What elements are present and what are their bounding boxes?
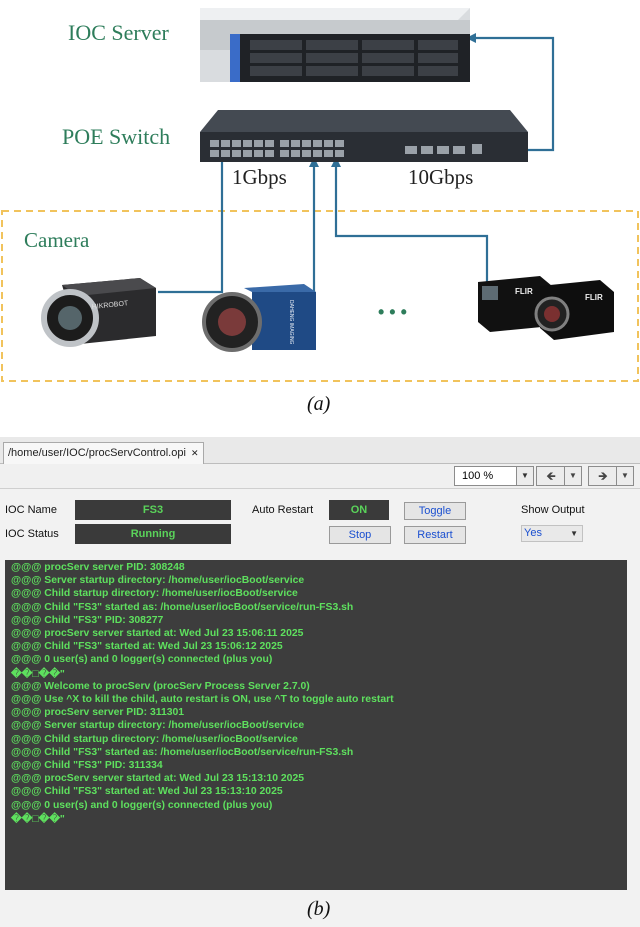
camera-1-image bbox=[41, 278, 156, 347]
camera-group-box bbox=[1, 210, 639, 382]
network-diagram: • • • HIKROBOT DAHENG IMAGING FLIR FLIR … bbox=[1, 8, 639, 382]
ioc-server-label: IOC Server bbox=[68, 20, 169, 45]
console-line: ��□��" bbox=[11, 668, 65, 680]
auto-restart-value: ON bbox=[329, 500, 389, 520]
show-output-label: Show Output bbox=[521, 504, 585, 516]
close-icon[interactable]: ✕ bbox=[190, 448, 199, 458]
console-line: @@@ procServ server PID: 308248 bbox=[11, 562, 185, 573]
camera-4-brand: FLIR bbox=[585, 293, 603, 302]
ioc-status-label: IOC Status bbox=[5, 528, 59, 540]
console-output[interactable]: @@@ procServ server PID: 308248 @@@ Serve… bbox=[5, 560, 627, 890]
link-camera3 bbox=[334, 162, 489, 282]
console-line: @@@ Server startup directory: /home/user… bbox=[11, 720, 305, 732]
poe-switch-image bbox=[200, 110, 528, 162]
console-line: @@@ Child "FS3" started as: /home/user/i… bbox=[11, 601, 354, 613]
console-line: @@@ Child "FS3" started at: Wed Jul 23 1… bbox=[11, 786, 283, 798]
camera-ellipsis: • • • bbox=[378, 302, 407, 322]
chevron-down-icon[interactable]: ▼ bbox=[516, 467, 533, 485]
console-line: @@@ procServ server started at: Wed Jul … bbox=[11, 773, 304, 785]
ioc-server-image bbox=[200, 8, 470, 82]
back-button[interactable]: 🡸 ▼ bbox=[536, 466, 582, 486]
tab-procservcontrol[interactable]: /home/user/IOC/procServControl.opi ✕ bbox=[3, 442, 204, 464]
caption-a: (a) bbox=[307, 393, 331, 415]
restart-button[interactable]: Restart bbox=[404, 526, 466, 544]
console-line: @@@ 0 user(s) and 0 logger(s) connected … bbox=[11, 654, 273, 666]
camera-4-image bbox=[534, 280, 614, 340]
chevron-down-icon: ▼ bbox=[570, 529, 578, 538]
ioc-name-label: IOC Name bbox=[5, 504, 57, 516]
caption-b: (b) bbox=[307, 898, 331, 920]
show-output-value: Yes bbox=[524, 527, 542, 539]
console-line: ��□��" bbox=[11, 813, 65, 825]
console-line: @@@ procServ server PID: 311301 bbox=[11, 707, 185, 719]
link-server-switch bbox=[470, 36, 555, 152]
link-camera1 bbox=[158, 160, 224, 294]
camera-3-image bbox=[478, 276, 552, 332]
console-line: @@@ Child "FS3" PID: 311334 bbox=[11, 760, 163, 771]
auto-restart-label: Auto Restart bbox=[252, 504, 314, 516]
camera-1-brand: HIKROBOT bbox=[91, 300, 129, 311]
arrow-to-server bbox=[466, 33, 476, 43]
console-line: @@@ Child startup directory: /home/user/… bbox=[11, 733, 298, 745]
chevron-down-icon[interactable]: ▼ bbox=[564, 467, 581, 485]
console-line: @@@ Child "FS3" PID: 308277 bbox=[11, 614, 164, 626]
poe-switch-label: POE Switch bbox=[62, 124, 170, 149]
console-line: @@@ Child "FS3" started as: /home/user/i… bbox=[11, 746, 354, 758]
console-line: @@@ Server startup directory: /home/user… bbox=[11, 575, 305, 587]
toggle-button[interactable]: Toggle bbox=[404, 502, 466, 520]
show-output-select[interactable]: Yes ▼ bbox=[521, 525, 583, 542]
tab-title: /home/user/IOC/procServControl.opi bbox=[8, 447, 186, 459]
speed-10gbps-label: 10Gbps bbox=[408, 165, 473, 189]
forward-button[interactable]: 🡺 ▼ bbox=[588, 466, 634, 486]
connection-lines bbox=[158, 36, 555, 300]
arrow-right-icon: 🡺 bbox=[598, 469, 608, 483]
ioc-name-value: FS3 bbox=[75, 500, 231, 520]
console-line: @@@ Welcome to procServ (procServ Proces… bbox=[11, 680, 310, 692]
camera-label: Camera bbox=[24, 228, 90, 252]
console-line: @@@ procServ server started at: Wed Jul … bbox=[11, 628, 304, 639]
camera-3-brand: FLIR bbox=[515, 287, 533, 296]
console-line: @@@ Child startup directory: /home/user/… bbox=[11, 588, 298, 600]
chevron-down-icon[interactable]: ▼ bbox=[616, 467, 633, 485]
camera-2-image bbox=[202, 284, 316, 352]
zoom-value: 100 % bbox=[462, 470, 494, 482]
arrow-left-icon: 🡸 bbox=[546, 469, 556, 483]
console-line: @@@ Child "FS3" started at: Wed Jul 23 1… bbox=[11, 641, 283, 653]
ioc-status-value: Running bbox=[75, 524, 231, 544]
stop-button[interactable]: Stop bbox=[329, 526, 391, 544]
console-line: @@@ 0 user(s) and 0 logger(s) connected … bbox=[11, 799, 273, 811]
speed-1gbps-label: 1Gbps bbox=[232, 165, 287, 189]
zoom-select[interactable]: 100 % ▼ bbox=[454, 466, 534, 486]
camera-2-brand: DAHENG IMAGING bbox=[288, 300, 294, 345]
console-line: @@@ Use ^X to kill the child, auto resta… bbox=[11, 694, 394, 705]
